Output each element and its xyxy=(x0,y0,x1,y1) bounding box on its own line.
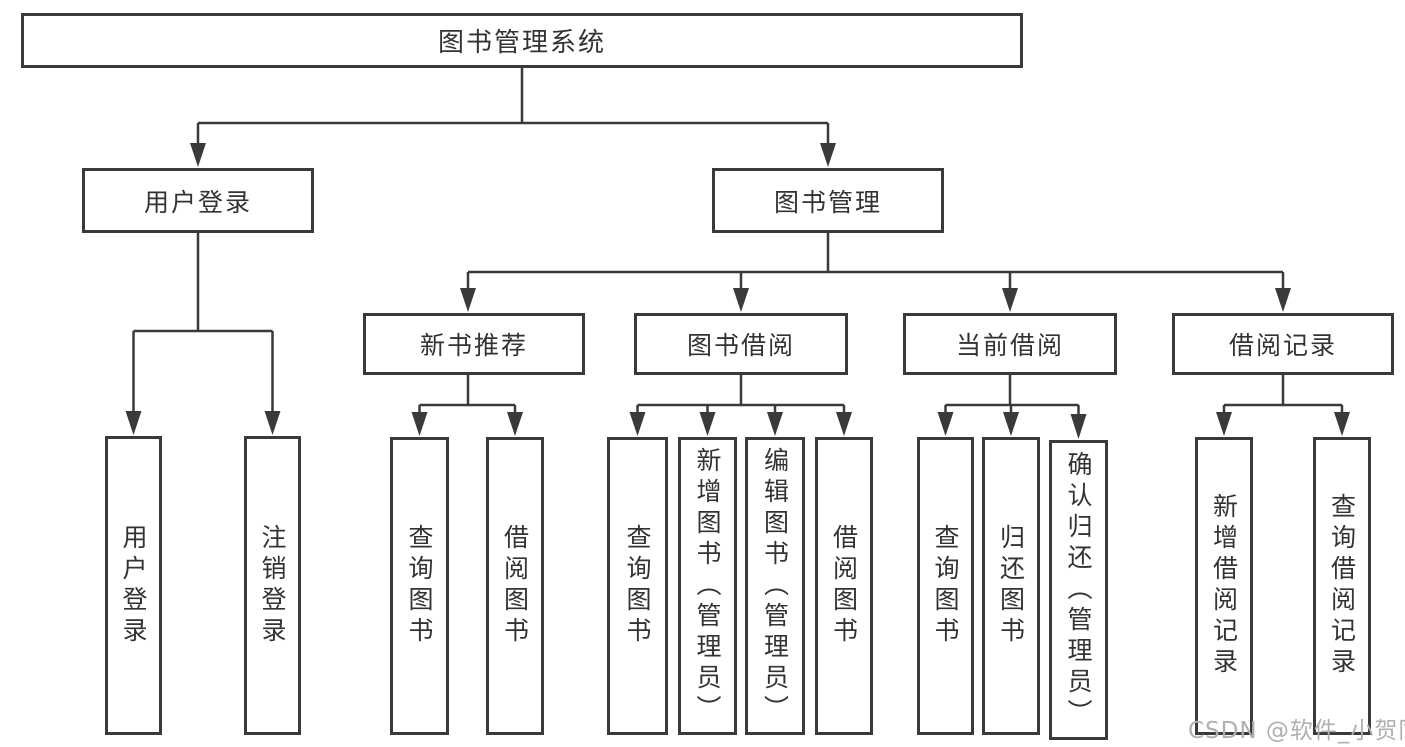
leaf-query-books-1: 查询图书 xyxy=(390,437,449,735)
node-book-management: 图书管理 xyxy=(712,168,944,233)
leaf-query-borrow-record: 查询借阅记录 xyxy=(1313,437,1371,735)
leaf-logout-label: 注销登录 xyxy=(258,523,287,648)
leaf-query-books-1-label: 查询图书 xyxy=(405,524,434,648)
leaf-return-books: 归还图书 xyxy=(982,437,1040,735)
leaf-borrow-books-2-label: 借阅图书 xyxy=(829,524,859,648)
leaf-query-borrow-record-label: 查询借阅记录 xyxy=(1327,493,1357,679)
leaf-confirm-return-admin: 确认归还（管理员） xyxy=(1049,440,1108,740)
leaf-query-books-3: 查询图书 xyxy=(917,437,974,735)
leaf-edit-books-admin: 编辑图书（管理员） xyxy=(745,437,805,735)
leaf-add-borrow-record-label: 新增借阅记录 xyxy=(1209,493,1239,679)
leaf-return-books-label: 归还图书 xyxy=(996,524,1026,648)
node-library-management-system-label: 图书管理系统 xyxy=(437,28,606,58)
leaf-logout: 注销登录 xyxy=(244,436,301,735)
leaf-add-books-admin-label: 新增图书（管理员） xyxy=(693,446,722,726)
leaf-borrow-books-1: 借阅图书 xyxy=(486,437,544,735)
node-user-login-label: 用户登录 xyxy=(143,187,252,217)
leaf-confirm-return-admin-label: 确认归还（管理员） xyxy=(1064,450,1093,730)
node-book-borrowing: 图书借阅 xyxy=(634,313,848,375)
node-borrowing-records-label: 借阅记录 xyxy=(1228,331,1337,360)
csdn-watermark: CSDN @软件_小贺同学 xyxy=(1188,718,1405,744)
leaf-borrow-books-2: 借阅图书 xyxy=(815,437,873,735)
leaf-add-borrow-record: 新增借阅记录 xyxy=(1195,437,1253,735)
node-book-management-label: 图书管理 xyxy=(773,187,882,217)
leaf-user-login-label: 用户登录 xyxy=(119,523,148,648)
node-new-book-recommend-label: 新书推荐 xyxy=(419,331,528,360)
leaf-user-login: 用户登录 xyxy=(105,436,162,735)
arrowheads xyxy=(125,143,1350,439)
node-current-borrowing-label: 当前借阅 xyxy=(955,331,1064,360)
leaf-borrow-books-1-label: 借阅图书 xyxy=(500,524,530,648)
node-library-management-system: 图书管理系统 xyxy=(21,13,1023,68)
leaf-query-books-3-label: 查询图书 xyxy=(931,524,960,648)
node-new-book-recommend: 新书推荐 xyxy=(363,313,585,375)
leaf-add-books-admin: 新增图书（管理员） xyxy=(678,437,737,735)
leaf-edit-books-admin-label: 编辑图书（管理员） xyxy=(760,446,790,726)
node-borrowing-records: 借阅记录 xyxy=(1172,313,1394,375)
node-user-login: 用户登录 xyxy=(82,168,314,233)
node-current-borrowing: 当前借阅 xyxy=(903,313,1117,375)
leaf-query-books-2: 查询图书 xyxy=(607,437,668,735)
node-book-borrowing-label: 图书借阅 xyxy=(686,331,795,360)
leaf-query-books-2-label: 查询图书 xyxy=(623,524,652,648)
